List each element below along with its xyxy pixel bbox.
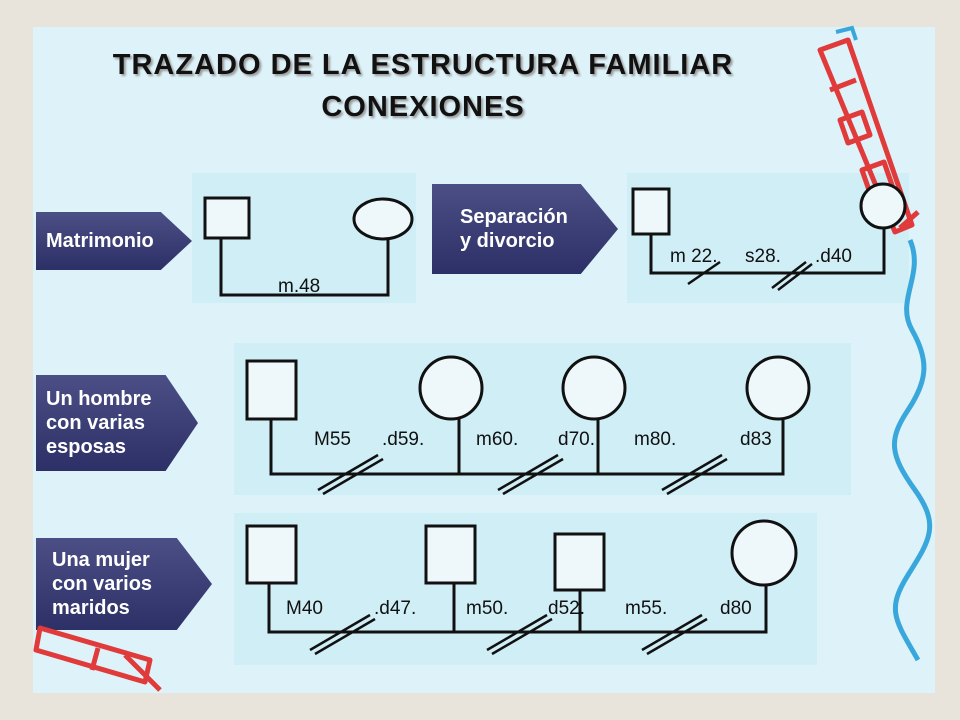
diagram-mujer xyxy=(245,519,798,656)
separacion-d-label: .d40 xyxy=(815,246,852,267)
husband-square-3 xyxy=(553,532,606,592)
female-circle xyxy=(859,182,907,230)
arrow-mujer: Una mujer con varios maridos xyxy=(36,538,212,630)
mujer-label-3: m50. xyxy=(466,598,508,619)
divorce-slash-2 xyxy=(777,263,813,291)
pencil-icon-top xyxy=(817,37,920,235)
male-square xyxy=(203,196,251,240)
diagram-hombre xyxy=(245,355,811,496)
arrow-matrimonio: Matrimonio xyxy=(36,212,192,270)
separation-slash xyxy=(687,260,721,286)
mujer-label-6: d80 xyxy=(720,598,752,619)
mujer-label-2: .d47. xyxy=(374,598,416,619)
wavy-line-right xyxy=(892,239,933,662)
pencil-tip-blue xyxy=(835,25,858,41)
arrow-mujer-label: Una mujer con varios maridos xyxy=(52,549,153,619)
mujer-label-1: M40 xyxy=(286,598,323,619)
hombre-label-3: m60. xyxy=(476,429,518,450)
panel-separacion xyxy=(627,173,909,303)
hombre-label-5: m80. xyxy=(634,429,676,450)
pencil-icon-bottom xyxy=(33,625,162,692)
arrow-matrimonio-label: Matrimonio xyxy=(46,230,154,252)
female-circle xyxy=(352,197,414,241)
separacion-s-label: s28. xyxy=(745,246,781,267)
wife-circle-1 xyxy=(418,355,484,421)
matrimonio-label: m.48 xyxy=(278,276,320,297)
title-line-2: CONEXIONES xyxy=(321,91,525,123)
arrow-separacion-label: Separación y divorcio xyxy=(460,206,568,252)
separation-line xyxy=(649,228,886,275)
husband-square-2 xyxy=(424,524,477,585)
divorce-slash-1 xyxy=(771,261,807,289)
title-line-1: TRAZADO DE LA ESTRUCTURA FAMILIAR xyxy=(112,49,734,81)
male-square xyxy=(631,187,671,236)
diagram-separacion xyxy=(631,182,907,291)
hombre-label-1: M55 xyxy=(314,429,351,450)
husband-square-1 xyxy=(245,524,298,585)
wife-circle-2 xyxy=(561,355,627,421)
hombre-label-4: d70. xyxy=(558,429,595,450)
arrow-hombre-label: Un hombre con varias esposas xyxy=(46,388,152,458)
hombre-label-2: .d59. xyxy=(382,429,424,450)
mujer-label-4: d52. xyxy=(548,598,585,619)
arrow-separacion: Separación y divorcio xyxy=(432,184,618,274)
separacion-m-label: m 22. xyxy=(670,246,718,267)
marriage-line xyxy=(219,238,390,297)
arrow-hombre: Un hombre con varias esposas xyxy=(36,375,198,471)
panel-mujer xyxy=(234,513,817,665)
wife-circle-3 xyxy=(745,355,811,421)
marriage-line-main xyxy=(267,583,768,634)
male-square xyxy=(245,359,298,421)
mujer-label-5: m55. xyxy=(625,598,667,619)
hombre-label-6: d83 xyxy=(740,429,772,450)
female-circle xyxy=(730,519,798,587)
diagram-matrimonio xyxy=(203,196,414,297)
